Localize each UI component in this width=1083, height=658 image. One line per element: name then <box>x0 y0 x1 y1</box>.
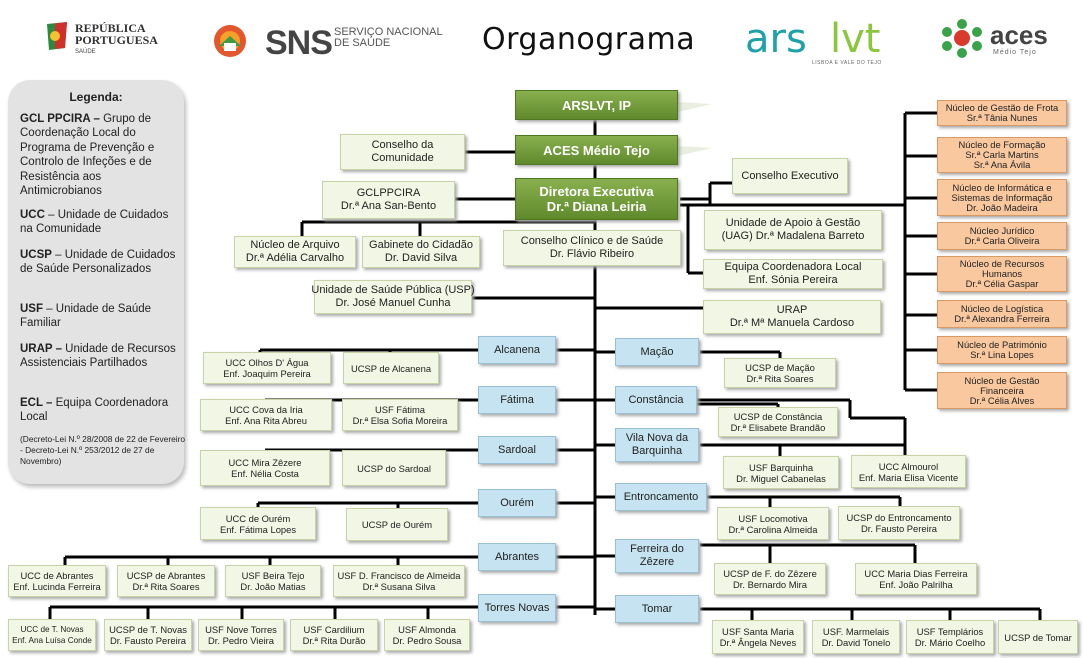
concelho-sardoal[interactable]: Sardoal <box>478 436 556 464</box>
aces-subtitle: Médio Tejo <box>993 49 1037 56</box>
aces-flower-icon <box>942 19 982 58</box>
arslvt-subtitle: LISBOA E VALE DO TEJO <box>812 60 882 66</box>
concelho-torres-novas[interactable]: Torres Novas <box>478 594 556 622</box>
legend-note: (Decreto-Lei N.º 28/2008 de 22 de Fevere… <box>20 434 186 466</box>
concelho-constancia[interactable]: Constância <box>615 386 697 414</box>
unit-ucsp-alcanena[interactable]: UCSP de Alcanena <box>343 352 439 384</box>
legend-item-urap: URAP – Unidade de Recursos Assistenciais… <box>20 343 176 370</box>
sns-emblem-icon <box>214 25 246 57</box>
republica-flag-icon <box>47 22 67 50</box>
concelho-tomar[interactable]: Tomar <box>615 595 699 623</box>
republica-title: REPÚBLICA PORTUGUESA <box>75 21 158 47</box>
legend-item-usf: USF – Unidade de Saúde Familiar <box>20 303 152 330</box>
ars-logo-text: ars <box>745 16 807 62</box>
sns-subtitle: SERVIÇO NACIONAL DE SAÚDE <box>334 26 443 49</box>
lvt-logo-text: lvt <box>830 16 881 62</box>
aces-medio-tejo-box[interactable]: ACES Médio Tejo <box>515 135 678 165</box>
legend-title: Legenda: <box>69 90 123 104</box>
page-title: Organograma <box>482 22 696 57</box>
concelho-alcanena[interactable]: Alcanena <box>478 336 556 364</box>
concelho-macao[interactable]: Mação <box>615 338 699 366</box>
unit-ucsp-ourem[interactable]: UCSP de Ourém <box>346 508 448 541</box>
aces-logo-text: aces <box>990 20 1048 50</box>
legend-item-gclppcira: GCL PPCIRA – Grupo de Coordenação Local … <box>20 113 155 198</box>
uag-box[interactable]: Unidade de Apoio à Gestão(UAG) Dr.ª Mada… <box>704 210 882 250</box>
unit-ucsp-tomar[interactable]: UCSP de Tomar <box>998 620 1078 654</box>
republica-subtitle: SAÚDE <box>75 49 96 55</box>
concelho-entroncamento[interactable]: Entroncamento <box>615 483 707 511</box>
conselho-executivo-box[interactable]: Conselho Executivo <box>732 158 848 194</box>
legend-item-ucsp: UCSP – Unidade de Cuidados de Saúde Pers… <box>20 249 176 276</box>
legend-panel: Legenda: GCL PPCIRA – Grupo de Coordenaç… <box>8 80 186 484</box>
concelho-abrantes[interactable]: Abrantes <box>478 543 556 571</box>
legend-item-ucc: UCC – Unidade de Cuidados na Comunidade <box>20 209 169 236</box>
aces-tail-shape <box>678 146 712 156</box>
usp-box[interactable]: Unidade de Saúde Pública (USP)Dr. José M… <box>311 280 475 314</box>
arslvt-tail-shape <box>678 102 712 112</box>
legend-item-ecl: ECL – Equipa Coordenadora Local <box>20 397 169 424</box>
unit-ucsp-sardoal[interactable]: UCSP do Sardoal <box>342 450 446 486</box>
concelho-ourem[interactable]: Ourém <box>478 489 556 517</box>
concelho-fatima[interactable]: Fátima <box>478 386 556 414</box>
sns-title: SNS <box>265 24 333 62</box>
arslvt-box[interactable]: ARSLVT, IP <box>515 90 678 120</box>
